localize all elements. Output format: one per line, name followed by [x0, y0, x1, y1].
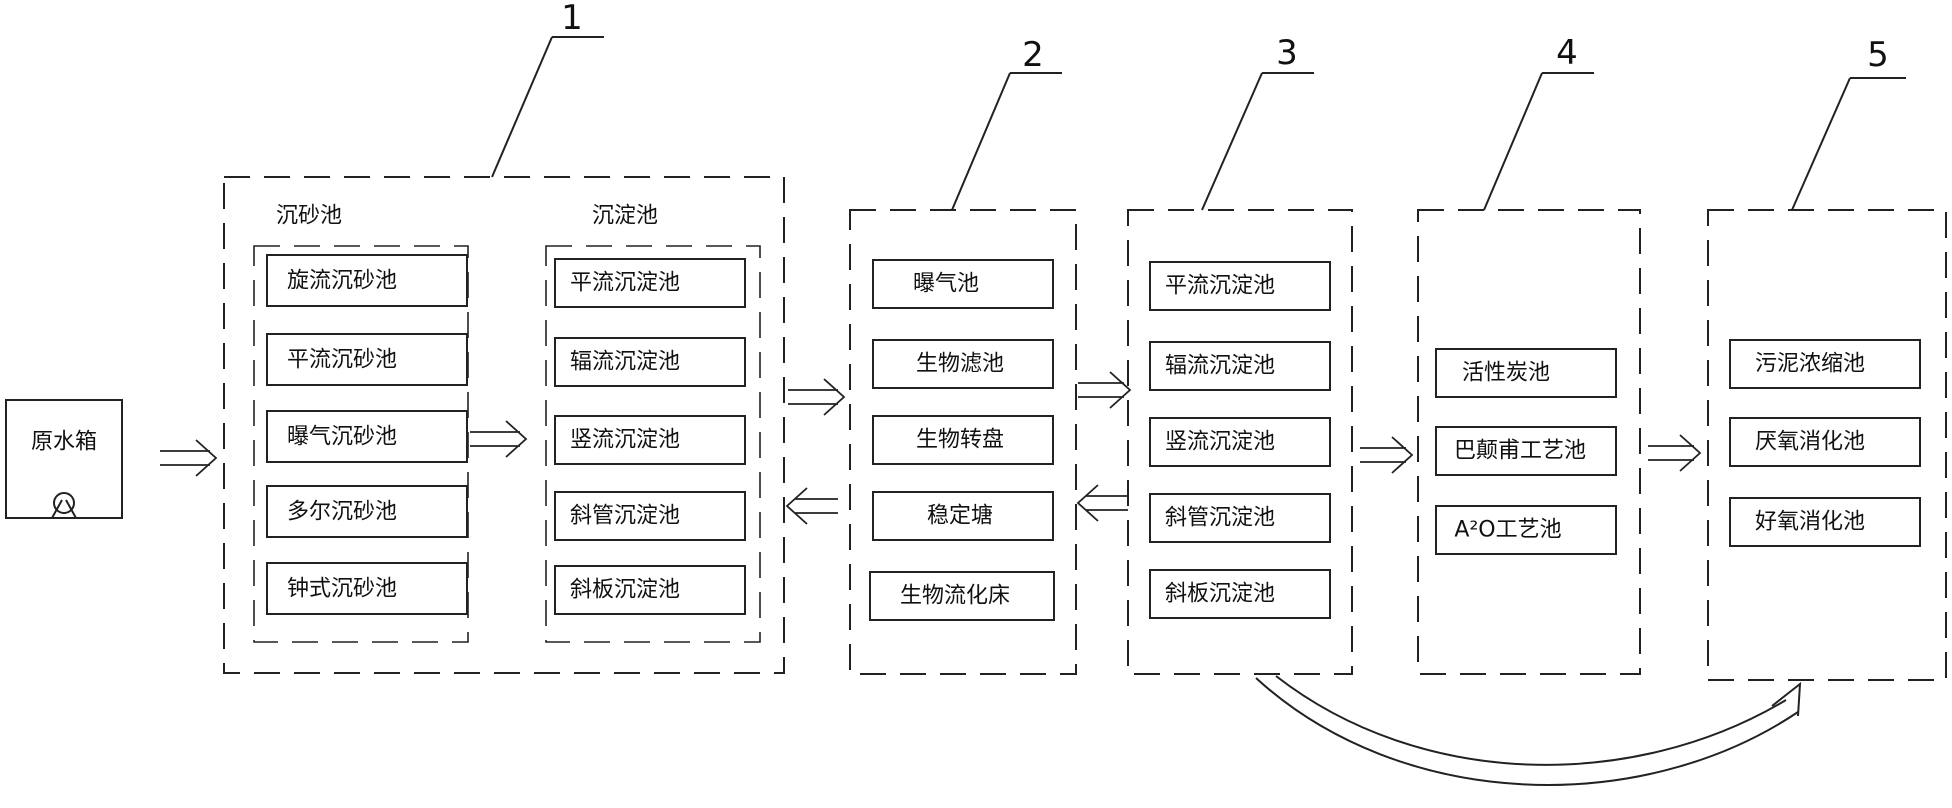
- stage1-number: 1: [561, 0, 583, 38]
- stage2-group: 2 曝气池 生物滤池 生物转盘 稳定塘 生物流化床: [849, 35, 1077, 675]
- arrow-stage2-to-stage1: [785, 487, 838, 525]
- stage2-item-label: 生物转盘: [916, 428, 1004, 453]
- stage2-item-label: 生物流化床: [900, 584, 1010, 609]
- stage2-item-box: [872, 259, 1054, 309]
- sedimentation-item-box: [554, 415, 746, 465]
- stage2-item-label: 稳定塘: [927, 504, 993, 529]
- stage2-item-label: 曝气池: [913, 272, 979, 297]
- stage3-leader-line: [1201, 72, 1263, 211]
- stage1-leader-line: [491, 36, 553, 178]
- stage5-item-label: 好氧消化池: [1755, 510, 1865, 535]
- stage5-group: 5 污泥浓缩池 厌氧消化池 好氧消化池: [1707, 35, 1947, 681]
- stage4-item-box: [1435, 505, 1617, 555]
- stage4-leader-line: [1483, 72, 1543, 211]
- stage5-number: 5: [1867, 35, 1889, 75]
- stage4-item-label: 活性炭池: [1462, 361, 1550, 386]
- stage1-dashed-border: [223, 176, 785, 674]
- sedimentation-tank-border: [545, 245, 761, 643]
- sedimentation-item-box: [554, 258, 746, 308]
- stage2-item-box: [869, 571, 1055, 621]
- sedimentation-tank-title: 沉淀池: [592, 204, 658, 229]
- curved-arrow-stage3-to-stage5: [1255, 675, 1802, 786]
- stage2-leader-line: [951, 72, 1011, 211]
- sedimentation-item-label: 斜板沉淀池: [570, 578, 680, 603]
- raw-water-tank-label: 原水箱: [31, 430, 97, 455]
- grit-item-label: 平流沉砂池: [287, 348, 397, 373]
- stage4-item-label: A²O工艺池: [1454, 518, 1561, 543]
- stage2-item-label: 生物滤池: [916, 352, 1004, 377]
- grit-item-label: 多尔沉砂池: [287, 500, 397, 525]
- stage3-item-label: 辐流沉淀池: [1165, 354, 1275, 379]
- stage3-item-box: [1149, 261, 1331, 311]
- stage2-item-box: [872, 415, 1054, 465]
- stage3-group: 3 平流沉淀池 辐流沉淀池 竖流沉淀池 斜管沉淀池 斜板沉淀池: [1127, 33, 1353, 675]
- sedimentation-item-box: [554, 491, 746, 541]
- stage5-item-box: [1729, 339, 1921, 389]
- stage3-item-label: 斜管沉淀池: [1165, 506, 1275, 531]
- raw-water-tank-box: [5, 399, 123, 519]
- sedimentation-item-label: 斜管沉淀池: [570, 504, 680, 529]
- stage3-item-box: [1149, 493, 1331, 543]
- stage2-dashed-border: [849, 209, 1077, 675]
- arrow-stage4-to-stage5: [1648, 434, 1702, 472]
- arrow-tank-to-stage1: [160, 439, 218, 477]
- arrow-stage3-to-stage2: [1076, 484, 1128, 522]
- stage5-item-box: [1729, 497, 1921, 547]
- grit-item-box: [266, 562, 468, 615]
- grit-item-box: [266, 333, 468, 386]
- stage3-item-label: 竖流沉淀池: [1165, 430, 1275, 455]
- grit-item-box: [266, 485, 468, 538]
- stage4-item-box: [1435, 426, 1617, 476]
- arrow-grit-to-sedimentation: [470, 420, 528, 458]
- sedimentation-item-box: [554, 565, 746, 615]
- stage2-item-box: [872, 339, 1054, 389]
- grit-item-label: 钟式沉砂池: [287, 577, 397, 602]
- stage5-item-label: 厌氧消化池: [1755, 430, 1865, 455]
- arrow-stage3-to-stage4: [1360, 436, 1414, 474]
- stage4-item-label: 巴颠甫工艺池: [1454, 439, 1586, 464]
- grit-item-label: 曝气沉砂池: [287, 425, 397, 450]
- stage5-item-box: [1729, 417, 1921, 467]
- sedimentation-item-label: 平流沉淀池: [570, 271, 680, 296]
- arrow-stage1-to-stage2: [788, 378, 846, 416]
- arrow-stage2-to-stage3: [1078, 371, 1132, 409]
- raw-water-tank: 原水箱: [5, 399, 123, 519]
- stage3-item-box: [1149, 569, 1331, 619]
- stage1-group: 1 沉砂池 旋流沉砂池 平流沉砂池 曝气沉砂池 多尔沉砂池 钟式沉砂池 沉淀池 …: [223, 0, 785, 674]
- stage5-item-label: 污泥浓缩池: [1755, 352, 1865, 377]
- stage3-item-box: [1149, 417, 1331, 467]
- stage4-number: 4: [1556, 33, 1578, 73]
- pump-icon: [51, 492, 77, 519]
- sedimentation-item-label: 竖流沉淀池: [570, 428, 680, 453]
- stage4-dashed-border: [1417, 209, 1641, 675]
- stage3-item-label: 平流沉淀池: [1165, 274, 1275, 299]
- sedimentation-item-box: [554, 337, 746, 387]
- stage3-number: 3: [1276, 33, 1298, 73]
- stage5-dashed-border: [1707, 209, 1947, 681]
- grit-item-label: 旋流沉砂池: [287, 269, 397, 294]
- stage4-item-box: [1435, 348, 1617, 398]
- stage3-item-label: 斜板沉淀池: [1165, 582, 1275, 607]
- grit-item-box: [266, 410, 468, 463]
- stage2-number: 2: [1022, 35, 1044, 75]
- stage5-leader-line: [1791, 77, 1851, 211]
- stage2-item-box: [872, 491, 1054, 541]
- stage4-group: 4 活性炭池 巴颠甫工艺池 A²O工艺池: [1417, 33, 1641, 675]
- sedimentation-item-label: 辐流沉淀池: [570, 350, 680, 375]
- stage3-dashed-border: [1127, 209, 1353, 675]
- grit-item-box: [266, 254, 468, 307]
- stage3-item-box: [1149, 341, 1331, 391]
- grit-chamber-title: 沉砂池: [276, 204, 342, 229]
